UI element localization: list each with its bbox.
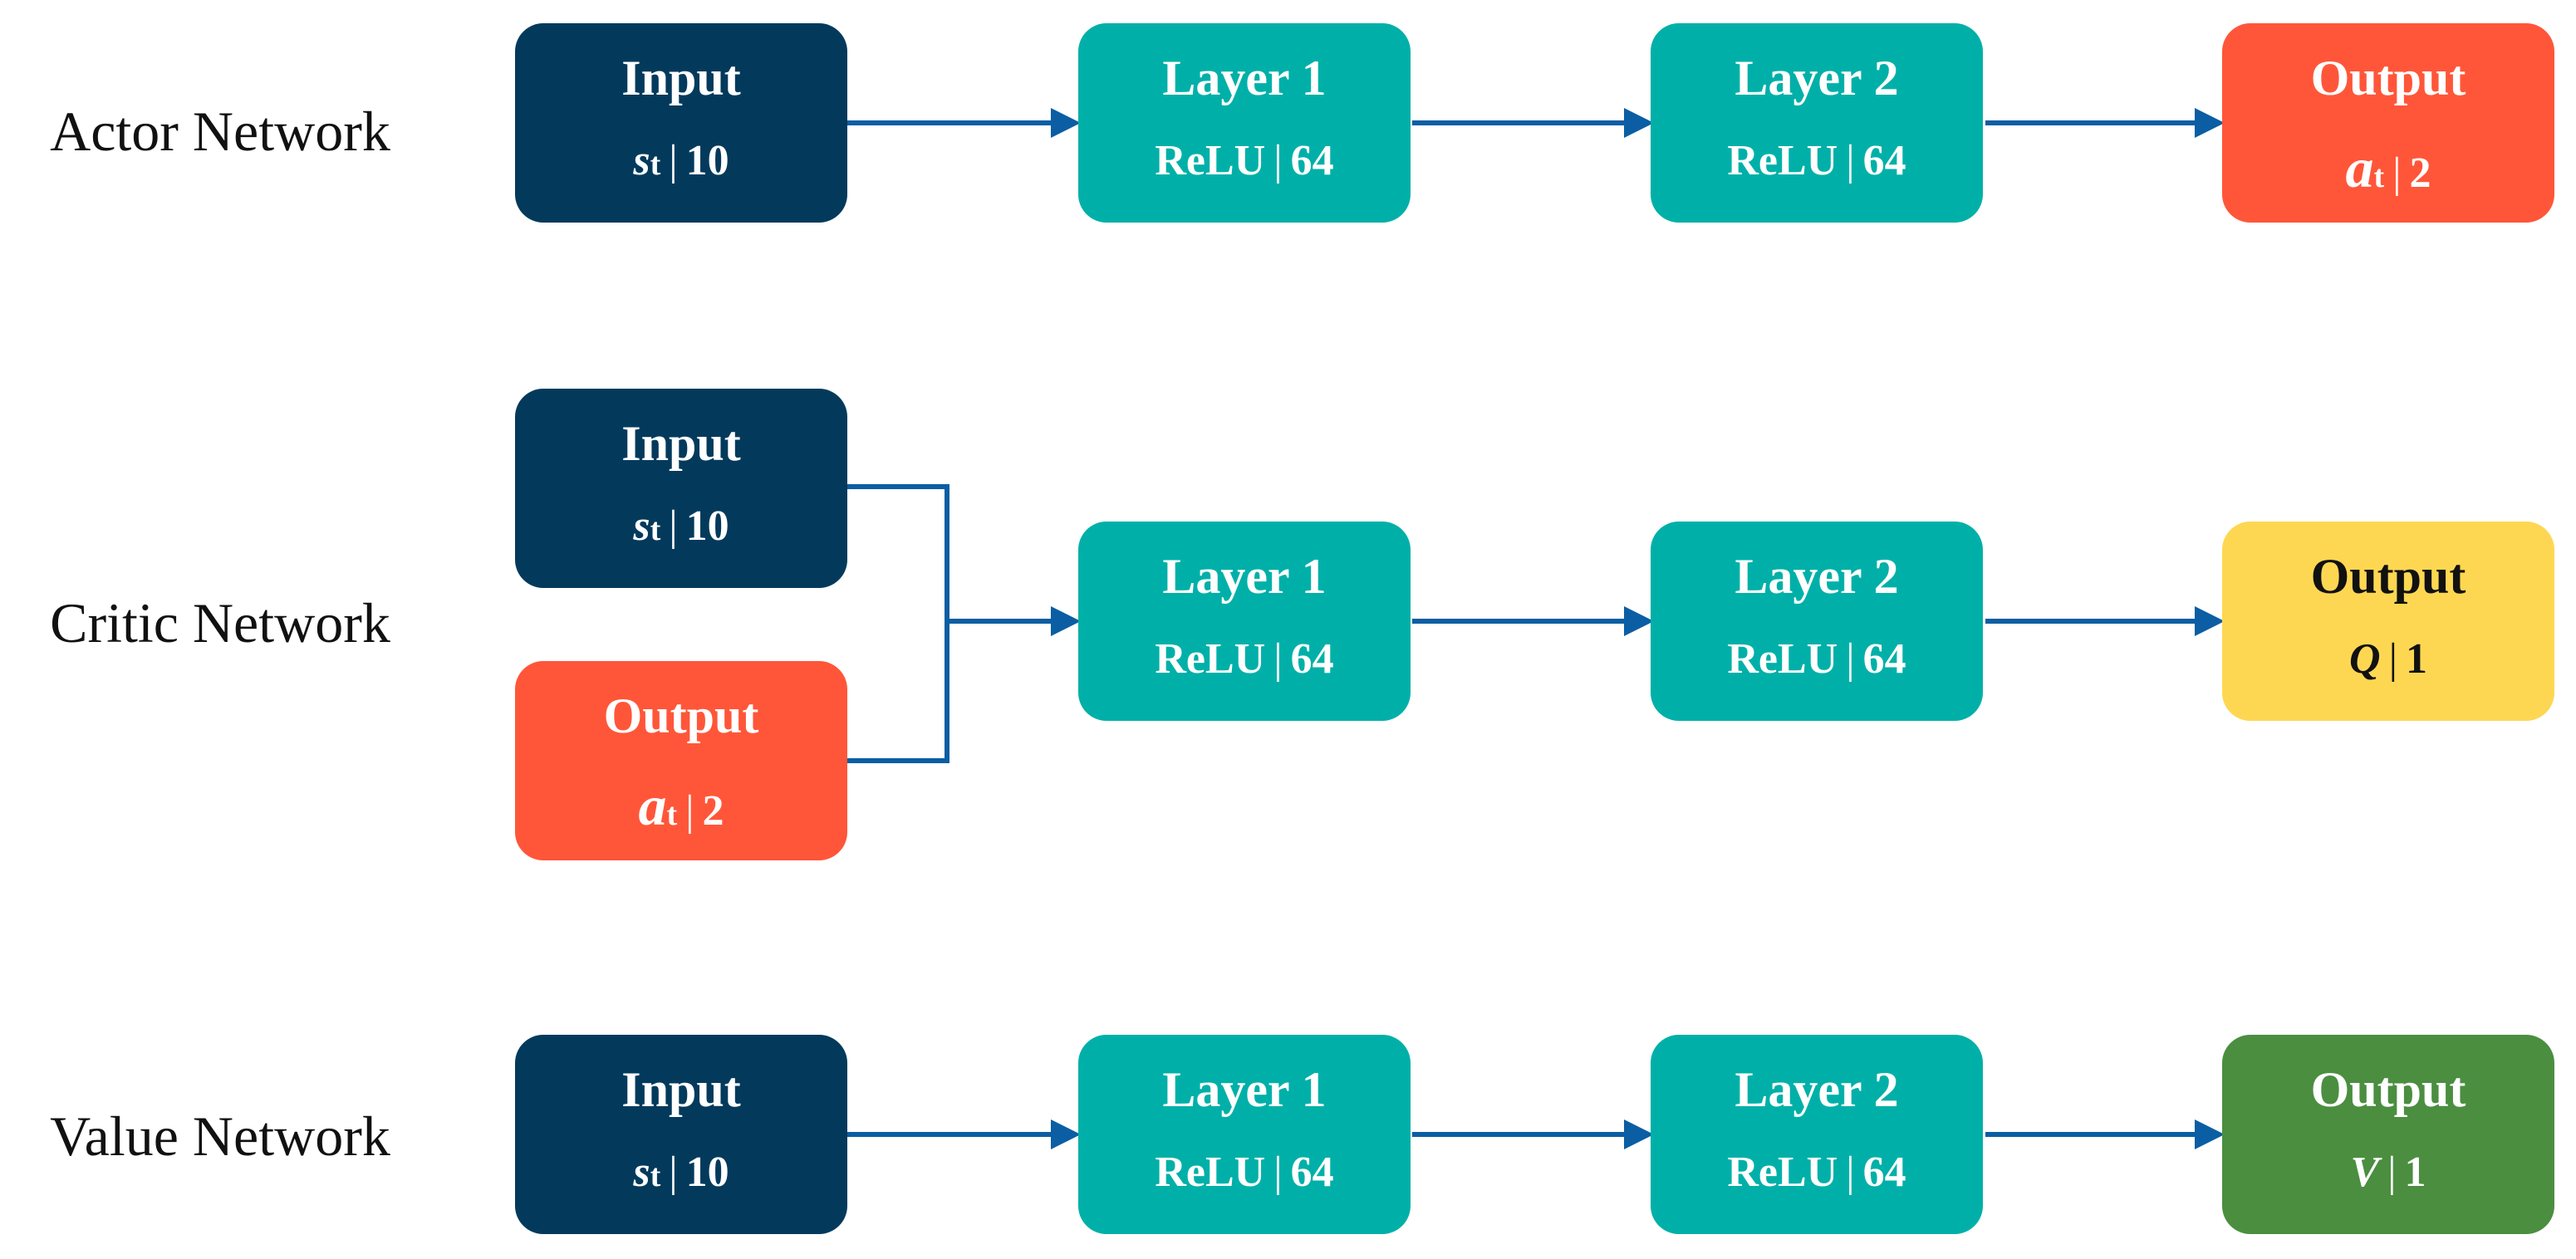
separator: | bbox=[685, 787, 694, 835]
node-title: Layer 2 bbox=[1735, 1062, 1899, 1117]
separator: | bbox=[1846, 1149, 1855, 1196]
separator: | bbox=[2388, 635, 2397, 683]
node-symbol: s bbox=[633, 1149, 650, 1196]
critic-state-input-node: Input st|10 bbox=[515, 389, 847, 588]
node-units: 64 bbox=[1290, 1149, 1334, 1196]
node-size: 10 bbox=[685, 137, 729, 184]
critic-action-input-node: Output at|2 bbox=[515, 661, 847, 860]
node-activation: ReLU bbox=[1727, 635, 1838, 683]
node-activation: ReLU bbox=[1155, 635, 1266, 683]
node-units: 64 bbox=[1862, 1149, 1906, 1196]
node-detail: ReLU|64 bbox=[1078, 638, 1411, 681]
node-activation: ReLU bbox=[1727, 1149, 1838, 1196]
node-detail: ReLU|64 bbox=[1651, 1151, 1983, 1194]
node-size: 1 bbox=[2405, 635, 2427, 683]
node-activation: ReLU bbox=[1155, 1149, 1266, 1196]
separator: | bbox=[1273, 137, 1283, 184]
node-units: 64 bbox=[1862, 137, 1906, 184]
node-size: 10 bbox=[685, 1149, 729, 1196]
node-detail: ReLU|64 bbox=[1078, 140, 1411, 183]
node-activation: ReLU bbox=[1155, 137, 1266, 184]
node-symbol: Q bbox=[2349, 635, 2381, 683]
node-subscript: t bbox=[650, 1159, 661, 1193]
node-units: 64 bbox=[1862, 635, 1906, 683]
node-detail: V|1 bbox=[2222, 1151, 2554, 1194]
node-title: Output bbox=[603, 688, 759, 743]
node-subscript: t bbox=[2373, 159, 2385, 194]
node-subscript: t bbox=[666, 797, 678, 832]
value-output-node: Output V|1 bbox=[2222, 1035, 2554, 1234]
separator: | bbox=[669, 502, 678, 550]
actor-output-node: Output at|2 bbox=[2222, 23, 2554, 223]
node-subscript: t bbox=[650, 147, 661, 182]
node-symbol: s bbox=[633, 137, 650, 184]
node-detail: at|2 bbox=[515, 777, 847, 834]
critic-network-label: Critic Network bbox=[50, 591, 390, 654]
value-layer2-node: Layer 2 ReLU|64 bbox=[1651, 1035, 1983, 1234]
separator: | bbox=[669, 1149, 678, 1196]
node-title: Layer 2 bbox=[1735, 549, 1899, 604]
node-subscript: t bbox=[650, 512, 661, 547]
critic-output-node: Output Q|1 bbox=[2222, 522, 2554, 721]
node-size: 10 bbox=[685, 502, 729, 550]
separator: | bbox=[1846, 137, 1855, 184]
node-symbol: a bbox=[638, 774, 667, 837]
actor-input-node: Input st|10 bbox=[515, 23, 847, 223]
node-size: 2 bbox=[2409, 149, 2431, 197]
node-detail: ReLU|64 bbox=[1078, 1151, 1411, 1194]
node-size: 2 bbox=[702, 787, 724, 835]
node-title: Output bbox=[2310, 1062, 2466, 1117]
critic-layer1-node: Layer 1 ReLU|64 bbox=[1078, 522, 1411, 721]
node-activation: ReLU bbox=[1727, 137, 1838, 184]
node-detail: st|10 bbox=[515, 140, 847, 183]
critic-connector-action-input bbox=[847, 621, 949, 763]
separator: | bbox=[669, 137, 678, 184]
node-detail: at|2 bbox=[2222, 140, 2554, 196]
value-network-label: Value Network bbox=[50, 1105, 390, 1168]
node-title: Output bbox=[2310, 51, 2466, 105]
node-detail: ReLU|64 bbox=[1651, 638, 1983, 681]
value-input-node: Input st|10 bbox=[515, 1035, 847, 1234]
node-units: 64 bbox=[1290, 635, 1334, 683]
node-title: Layer 1 bbox=[1162, 1062, 1327, 1117]
node-title: Input bbox=[621, 1062, 741, 1117]
separator: | bbox=[1846, 635, 1855, 683]
node-symbol: s bbox=[633, 502, 650, 550]
node-title: Layer 2 bbox=[1735, 51, 1899, 105]
node-title: Input bbox=[621, 51, 741, 105]
node-title: Output bbox=[2310, 549, 2466, 604]
node-detail: st|10 bbox=[515, 505, 847, 548]
node-detail: ReLU|64 bbox=[1651, 140, 1983, 183]
separator: | bbox=[1273, 1149, 1283, 1196]
node-units: 64 bbox=[1290, 137, 1334, 184]
node-title: Input bbox=[621, 416, 741, 471]
node-symbol: a bbox=[2345, 136, 2374, 199]
separator: | bbox=[2392, 149, 2402, 197]
actor-layer1-node: Layer 1 ReLU|64 bbox=[1078, 23, 1411, 223]
critic-layer2-node: Layer 2 ReLU|64 bbox=[1651, 522, 1983, 721]
node-title: Layer 1 bbox=[1162, 51, 1327, 105]
node-detail: st|10 bbox=[515, 1151, 847, 1194]
critic-connector-state-input bbox=[847, 484, 949, 621]
node-detail: Q|1 bbox=[2222, 638, 2554, 681]
separator: | bbox=[2387, 1149, 2397, 1196]
value-layer1-node: Layer 1 ReLU|64 bbox=[1078, 1035, 1411, 1234]
node-title: Layer 1 bbox=[1162, 549, 1327, 604]
actor-layer2-node: Layer 2 ReLU|64 bbox=[1651, 23, 1983, 223]
node-symbol: V bbox=[2350, 1149, 2380, 1196]
node-size: 1 bbox=[2404, 1149, 2426, 1196]
actor-network-label: Actor Network bbox=[50, 100, 390, 163]
separator: | bbox=[1273, 635, 1283, 683]
